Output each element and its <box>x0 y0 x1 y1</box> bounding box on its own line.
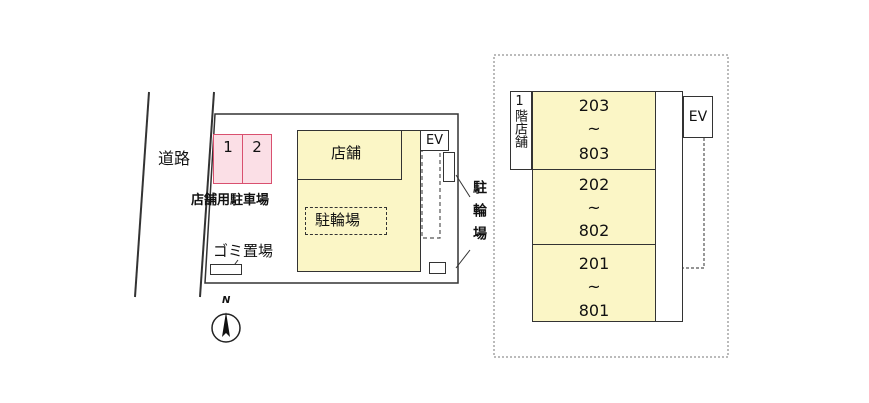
garbage-label: ゴミ置場 <box>213 242 274 260</box>
unit-block-201-801: 201 ~ 801 <box>532 244 656 322</box>
unit-tilde: ~ <box>587 119 601 138</box>
unit-bottom-number: 801 <box>578 301 610 320</box>
bicycle-parking-inner: 駐輪場 <box>305 207 387 235</box>
parking-space-number: 2 <box>252 138 262 156</box>
unit-bottom-number: 803 <box>578 144 610 163</box>
unit-top-number: 202 <box>578 175 610 194</box>
parking-space-2: 2 <box>242 134 272 184</box>
road-edge-left <box>134 91 150 298</box>
bicycle-rack-bottom <box>429 262 446 274</box>
parking-space-1: 1 <box>213 134 243 184</box>
leader-line-bottom <box>455 249 471 269</box>
corridor-strip <box>655 91 683 322</box>
ev-label: EV <box>688 109 708 125</box>
unit-bottom-number: 802 <box>578 221 610 240</box>
floor-plan-border <box>493 54 729 358</box>
first-floor-label: 1階店舗 <box>512 94 527 148</box>
road-edge-right <box>199 91 215 298</box>
ev-dashed-connector <box>683 138 705 269</box>
unit-top-number: 203 <box>578 96 610 115</box>
unit-tilde: ~ <box>587 198 601 217</box>
bicycle-side-label: 駐輪場 <box>471 180 487 249</box>
unit-tilde: ~ <box>587 277 601 296</box>
leader-line-top <box>455 174 471 198</box>
compass-north-label: N <box>222 295 231 306</box>
unit-block-202-802: 202 ~ 802 <box>532 169 656 245</box>
ev-box-site: EV <box>420 130 449 151</box>
unit-block-203-803: 203 ~ 803 <box>532 91 656 170</box>
shop-area: 店舗 <box>297 130 402 180</box>
compass-icon <box>211 312 241 343</box>
ev-label: EV <box>425 133 444 148</box>
shop-label: 店舗 <box>331 144 362 162</box>
garbage-box <box>210 264 242 275</box>
parking-space-number: 1 <box>223 138 233 156</box>
unit-top-number: 201 <box>578 254 610 273</box>
parking-label: 店舗用駐車場 <box>191 193 270 208</box>
ev-box-floor: EV <box>683 96 713 138</box>
bicycle-rack-top <box>443 152 455 182</box>
first-floor-shop-box: 1階店舗 <box>510 91 532 170</box>
road-label: 道路 <box>158 149 191 168</box>
bicycle-inner-label: 駐輪場 <box>315 211 361 229</box>
